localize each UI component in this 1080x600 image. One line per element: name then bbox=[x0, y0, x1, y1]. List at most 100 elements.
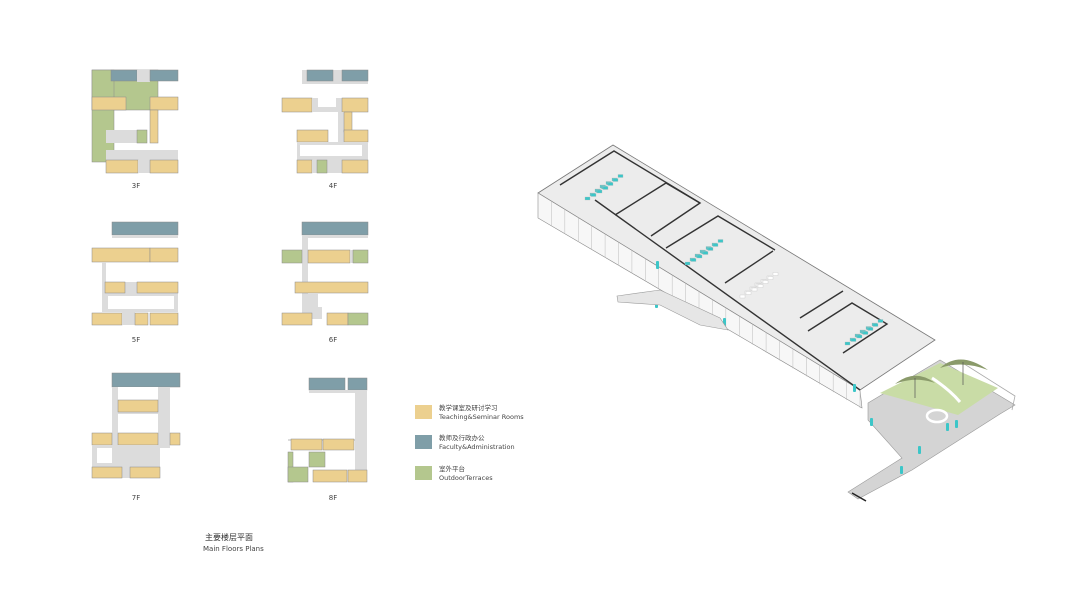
seat bbox=[617, 174, 624, 178]
teaching-room bbox=[169, 432, 181, 446]
faculty-office bbox=[306, 69, 334, 82]
teaching-room bbox=[290, 438, 323, 451]
floor-plan-5f bbox=[91, 221, 179, 326]
teaching-room bbox=[341, 159, 369, 174]
outdoor-terrace bbox=[281, 249, 303, 264]
seat bbox=[757, 284, 764, 288]
seat bbox=[690, 258, 697, 262]
circulation bbox=[308, 293, 318, 318]
legend-teaching-en: Teaching&Seminar Rooms bbox=[439, 413, 524, 421]
seat bbox=[767, 276, 774, 280]
void bbox=[118, 387, 158, 400]
seat bbox=[745, 291, 752, 295]
circulation bbox=[137, 70, 150, 82]
seat bbox=[684, 261, 691, 266]
seat bbox=[584, 196, 591, 201]
seat bbox=[717, 239, 724, 243]
teaching-room bbox=[322, 438, 355, 451]
outdoor-terrace bbox=[136, 129, 148, 144]
seat bbox=[612, 178, 619, 182]
seat bbox=[877, 319, 884, 323]
walkway-end-bar bbox=[851, 492, 867, 502]
circulation bbox=[302, 235, 308, 320]
circulation bbox=[106, 130, 138, 143]
circulation bbox=[138, 160, 150, 173]
faculty-office bbox=[149, 69, 179, 82]
floor-plan-3f bbox=[91, 69, 179, 174]
faculty-office bbox=[341, 69, 369, 82]
outdoor-terrace bbox=[287, 466, 309, 483]
seat bbox=[590, 193, 597, 197]
void bbox=[318, 98, 336, 107]
circulation bbox=[112, 235, 178, 238]
legend-faculty-cn: 教师及行政办公 bbox=[439, 434, 485, 442]
umbrella-icon bbox=[895, 375, 935, 384]
teaching-room bbox=[117, 399, 159, 413]
person-icon bbox=[946, 423, 949, 431]
person-icon bbox=[918, 446, 921, 454]
floor-plan-4f bbox=[281, 69, 369, 174]
outdoor-terrace bbox=[352, 249, 369, 264]
floor-label-8f: 8F bbox=[328, 494, 338, 502]
seat bbox=[856, 334, 863, 339]
circulation bbox=[106, 150, 178, 162]
teaching-room bbox=[129, 466, 161, 479]
seat bbox=[607, 182, 614, 186]
legend-terrace-cn: 室外平台 bbox=[439, 465, 465, 473]
partition-wall bbox=[799, 290, 844, 319]
legend-terrace-en: OutdoorTerraces bbox=[439, 474, 493, 482]
floor-plan-6f bbox=[281, 221, 369, 326]
person-icon bbox=[900, 466, 903, 474]
teaching-room bbox=[134, 312, 149, 326]
floor-plan-7f bbox=[91, 372, 181, 479]
outdoor-terrace bbox=[316, 159, 328, 174]
void bbox=[97, 448, 112, 463]
railing bbox=[957, 359, 1016, 411]
partition-wall bbox=[807, 302, 889, 354]
teaching-room bbox=[294, 281, 369, 294]
teaching-room bbox=[91, 96, 127, 111]
teaching-room bbox=[149, 96, 179, 111]
floor-label-4f: 4F bbox=[328, 182, 338, 190]
terrace-ring bbox=[925, 408, 949, 424]
seat bbox=[862, 331, 869, 335]
person-icon bbox=[955, 420, 958, 428]
outdoor-terrace bbox=[880, 363, 998, 415]
legend-faculty-en: Faculty&Administration bbox=[439, 443, 515, 451]
title-chinese: 主要楼层平面 bbox=[205, 533, 253, 542]
seat bbox=[772, 272, 779, 276]
seat bbox=[602, 186, 609, 190]
teaching-room bbox=[341, 97, 369, 113]
teaching-room bbox=[149, 159, 179, 174]
legend-swatch-teaching bbox=[415, 405, 432, 419]
room-partitions bbox=[559, 150, 889, 391]
person-icon bbox=[656, 261, 659, 269]
floor-plan-8f bbox=[287, 377, 368, 483]
partition-wall bbox=[724, 250, 774, 284]
seat bbox=[762, 280, 769, 284]
outdoor-terrace bbox=[308, 451, 326, 468]
outdoor-terrace bbox=[347, 312, 369, 326]
teaching-room bbox=[149, 312, 179, 326]
title-english: Main Floors Plans bbox=[203, 545, 264, 553]
circulation bbox=[350, 250, 353, 263]
circulation bbox=[308, 235, 368, 238]
teaching-room bbox=[347, 469, 368, 483]
building-floor bbox=[537, 144, 936, 391]
teaching-room bbox=[281, 312, 313, 326]
person-icon bbox=[870, 418, 873, 426]
seat bbox=[712, 243, 719, 247]
teaching-room bbox=[104, 281, 126, 294]
floor-label-6f: 6F bbox=[328, 336, 338, 344]
floor-label-7f: 7F bbox=[131, 494, 141, 502]
legend-teaching-cn: 教学课室及研讨学习 bbox=[439, 404, 498, 412]
circulation bbox=[338, 112, 344, 148]
person-icon bbox=[853, 384, 856, 392]
void bbox=[108, 296, 174, 309]
legend-swatch-faculty bbox=[415, 435, 432, 449]
seating-areas bbox=[584, 174, 884, 346]
seat bbox=[844, 341, 851, 346]
